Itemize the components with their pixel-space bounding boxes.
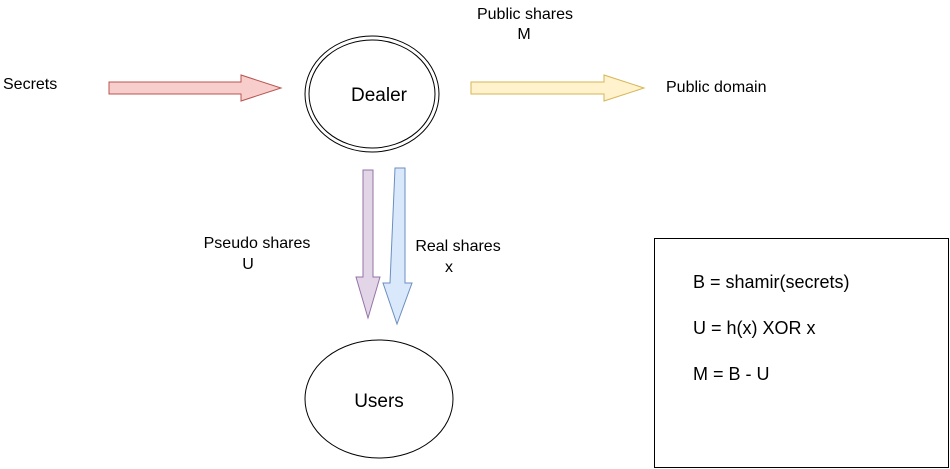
real-shares-arrow bbox=[382, 167, 413, 326]
users-ellipse bbox=[304, 339, 454, 459]
formula-box: B = shamir(secrets) U = h(x) XOR x M = B… bbox=[654, 238, 949, 468]
dealer-label: Dealer bbox=[351, 85, 408, 106]
public-shares-label: Public shares bbox=[477, 6, 573, 23]
pseudo-shares-label: Pseudo shares bbox=[204, 235, 311, 252]
secrets-label: Secrets bbox=[3, 76, 57, 93]
users-label: Users bbox=[354, 391, 404, 412]
public-shares-symbol: M bbox=[517, 26, 530, 43]
formula-line: B = shamir(secrets) bbox=[693, 272, 850, 292]
formula-box-border bbox=[654, 238, 949, 468]
pseudo-shares-arrow bbox=[355, 169, 381, 320]
users-node: Users bbox=[304, 339, 454, 459]
formula-line: U = h(x) XOR x bbox=[693, 318, 816, 338]
pseudo-shares-symbol: U bbox=[242, 256, 254, 273]
dealer-inner-ellipse bbox=[308, 39, 436, 149]
public-domain-label: Public domain bbox=[666, 79, 767, 96]
dealer-node: Dealer bbox=[304, 35, 440, 153]
real-shares-label: Real shares bbox=[415, 238, 500, 255]
real-shares-symbol: x bbox=[445, 259, 453, 276]
secrets-arrow bbox=[108, 74, 283, 102]
public-shares-arrow bbox=[470, 74, 646, 102]
formula-line: M = B - U bbox=[693, 364, 770, 384]
